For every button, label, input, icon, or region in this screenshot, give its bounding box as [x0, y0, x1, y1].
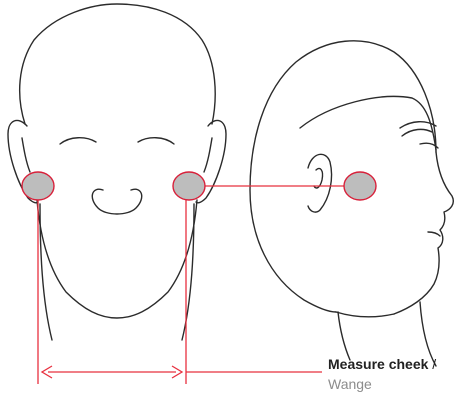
front-neck-right: [182, 204, 194, 340]
measure-cheek-caption: Measure cheek / Wange: [328, 354, 468, 394]
side-hairline: [300, 96, 436, 150]
front-right-ear-inner: [204, 138, 212, 172]
front-left-ear-inner: [22, 138, 30, 172]
side-ear: [308, 154, 332, 212]
front-nose: [92, 189, 141, 214]
front-head-outline: [20, 4, 216, 124]
side-view: [250, 41, 453, 366]
side-cheek-marker: [344, 172, 376, 200]
front-right-eyebrow: [138, 138, 174, 144]
side-mouth: [428, 232, 440, 236]
front-right-cheek-marker: [173, 172, 205, 200]
side-ear-inner: [314, 168, 323, 188]
caption-sub-label: Wange: [328, 374, 468, 394]
front-left-eyebrow: [60, 138, 96, 144]
side-neck-back: [338, 312, 350, 360]
front-jaw: [37, 200, 197, 318]
side-eyebrow-inner: [402, 129, 432, 136]
measurement-guides: [38, 186, 346, 384]
side-face-profile: [394, 152, 453, 314]
front-left-cheek-marker: [22, 172, 54, 200]
caption-separator: /: [428, 356, 436, 372]
front-neck-left: [40, 204, 52, 340]
side-hair-outline: [250, 41, 436, 312]
caption-main-label: Measure cheek: [328, 356, 428, 372]
side-jaw: [336, 312, 394, 317]
